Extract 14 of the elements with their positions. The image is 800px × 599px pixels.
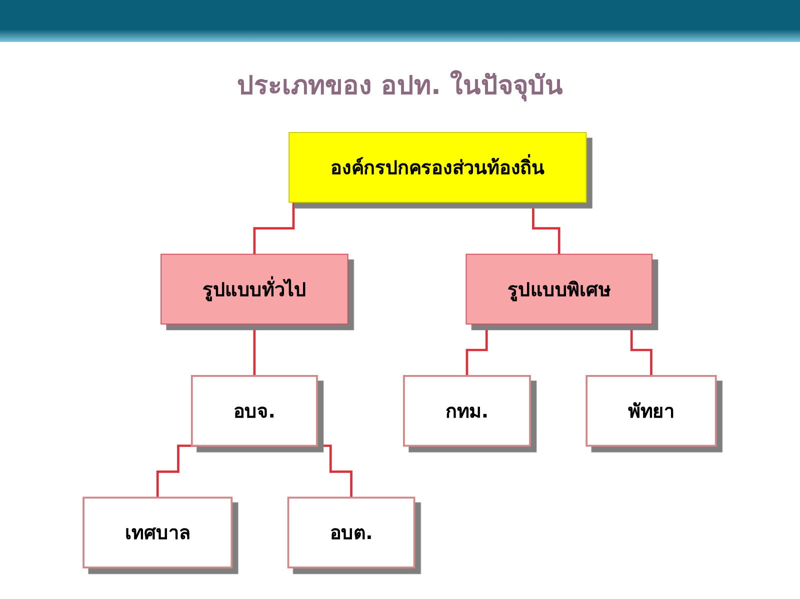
node-box: รูปแบบทั่วไป bbox=[160, 254, 349, 325]
diagram-title: ประเภทของ อปท. ในปัจจุบัน bbox=[237, 69, 563, 104]
node-box: รูปแบบพิเศษ bbox=[466, 254, 653, 325]
node-box: เทศบาล bbox=[82, 496, 233, 568]
connector bbox=[612, 322, 653, 378]
node-box: อบจ. bbox=[191, 375, 318, 447]
node-box: พัทยา bbox=[586, 375, 718, 447]
node-box: กทม. bbox=[403, 375, 532, 447]
connector bbox=[254, 201, 333, 256]
connector bbox=[508, 201, 561, 256]
node-box: อบต. bbox=[288, 496, 416, 568]
node-box: องค์กรปกครองส่วนท้องถิ่น bbox=[288, 132, 587, 203]
connector bbox=[466, 322, 507, 378]
connector bbox=[254, 322, 256, 378]
